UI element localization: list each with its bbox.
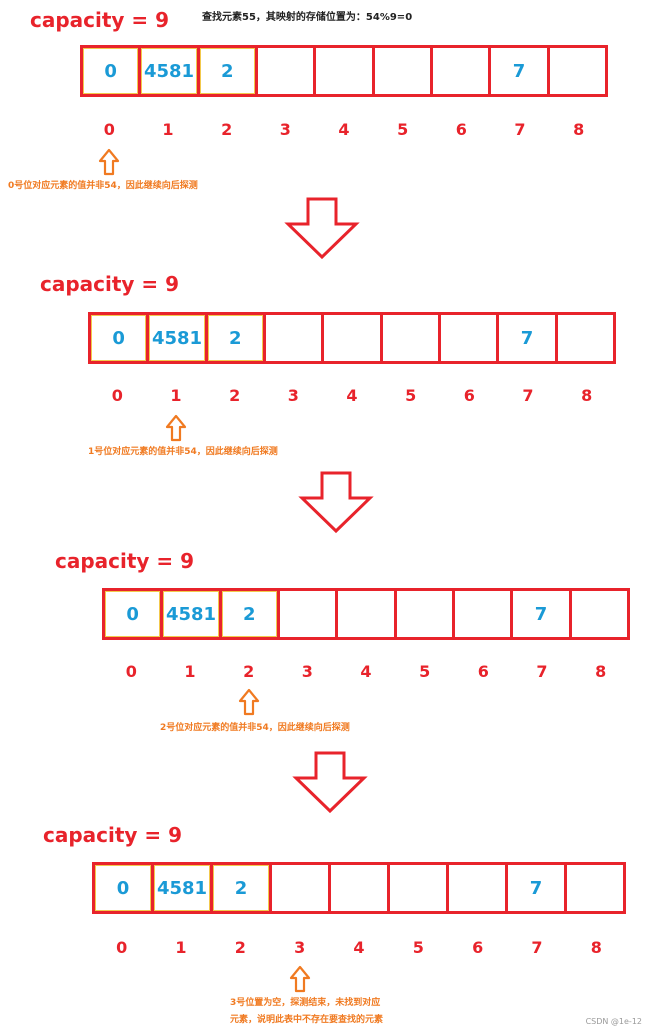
table-cell-4 [316,48,375,94]
index-label-3: 3 [287,386,299,405]
table-cell-0: 0 [105,591,164,637]
down-arrow-icon [292,751,368,814]
probe-note-line: 元素，说明此表中不存在要查找的元素 [230,1015,384,1025]
index-label-0: 0 [111,386,123,405]
index-label-6: 6 [472,938,484,957]
probe-note: 1号位对应元素的值并非54，因此继续向后探测 [88,444,278,461]
index-label-8: 8 [595,662,607,681]
index-label-0: 0 [103,120,115,139]
up-arrow-icon [238,688,259,716]
index-label-1: 1 [184,662,196,681]
index-label-5: 5 [419,662,431,681]
probe-note-line: 3号位置为空，探测结束，未找到对应 [230,998,381,1008]
table-cell-1: 4581 [163,591,222,637]
up-arrow-icon [289,965,310,993]
probe-note: 3号位置为空，探测结束，未找到对应元素，说明此表中不存在要查找的元素 [230,995,383,1029]
index-label-7: 7 [536,662,548,681]
index-label-7: 7 [514,120,526,139]
index-label-7: 7 [531,938,543,957]
up-arrow-icon [99,148,120,176]
index-label-4: 4 [360,662,372,681]
table-cell-6 [449,865,508,911]
index-label-4: 4 [353,938,365,957]
table-cell-8 [558,315,613,361]
capacity-label: capacity = 9 [55,549,195,573]
index-label-0: 0 [116,938,128,957]
watermark: CSDN @1e-12 [585,1017,642,1026]
table-cell-5 [390,865,449,911]
index-label-4: 4 [338,120,350,139]
index-label-2: 2 [221,120,233,139]
table-cell-4 [331,865,390,911]
header-note: 查找元素55，其映射的存储位置为：54%9=0 [202,12,413,23]
index-label-2: 2 [229,386,241,405]
table-cell-0: 0 [95,865,154,911]
index-label-3: 3 [294,938,306,957]
index-label-8: 8 [590,938,602,957]
table-cell-4 [338,591,397,637]
table-cell-7: 7 [491,48,550,94]
table-cell-7: 7 [508,865,567,911]
capacity-label: capacity = 9 [40,272,180,296]
probe-note-line: 2号位对应元素的值并非54，因此继续向后探测 [160,723,350,733]
index-label-8: 8 [581,386,593,405]
table-cell-3 [272,865,331,911]
index-label-8: 8 [573,120,585,139]
index-label-4: 4 [346,386,358,405]
index-label-6: 6 [477,662,489,681]
table-cell-5 [383,315,441,361]
table-cell-3 [280,591,339,637]
table-cell-0: 0 [91,315,150,361]
index-label-5: 5 [405,386,417,405]
index-label-3: 3 [279,120,291,139]
index-label-2: 2 [234,938,246,957]
table-cell-0: 0 [83,48,142,94]
table-cell-1: 4581 [154,865,213,911]
index-label-5: 5 [397,120,409,139]
index-label-1: 1 [170,386,182,405]
index-label-3: 3 [301,662,313,681]
table-cell-4 [324,315,383,361]
table-cell-6 [455,591,514,637]
table-cell-3 [266,315,325,361]
table-cell-2: 2 [222,591,280,637]
index-label-5: 5 [412,938,424,957]
table-cell-8 [550,48,605,94]
table-cell-2: 2 [200,48,258,94]
capacity-label: capacity = 9 [43,823,183,847]
index-label-1: 1 [162,120,174,139]
table-cell-6 [433,48,492,94]
table-cell-2: 2 [208,315,266,361]
table-cell-1: 4581 [149,315,208,361]
down-arrow-icon [284,197,360,260]
table-cell-1: 4581 [141,48,200,94]
probe-note: 2号位对应元素的值并非54，因此继续向后探测 [160,720,350,737]
index-label-2: 2 [243,662,255,681]
table-cell-8 [567,865,623,911]
probe-note: 0号位对应元素的值并非54，因此继续向后探测 [8,178,198,195]
table-cell-8 [572,591,627,637]
index-label-7: 7 [522,386,534,405]
table-cell-6 [441,315,500,361]
up-arrow-icon [165,414,187,442]
table-cell-5 [397,591,455,637]
table-cell-5 [375,48,433,94]
table-cell-7: 7 [513,591,572,637]
down-arrow-icon [298,471,374,534]
table-cell-3 [258,48,317,94]
index-label-6: 6 [455,120,467,139]
probe-note-line: 0号位对应元素的值并非54，因此继续向后探测 [8,181,198,191]
index-label-0: 0 [125,662,137,681]
capacity-label: capacity = 9 [30,8,170,32]
probe-note-line: 1号位对应元素的值并非54，因此继续向后探测 [88,447,278,457]
table-cell-2: 2 [213,865,272,911]
table-cell-7: 7 [499,315,558,361]
index-label-1: 1 [175,938,187,957]
index-label-6: 6 [463,386,475,405]
